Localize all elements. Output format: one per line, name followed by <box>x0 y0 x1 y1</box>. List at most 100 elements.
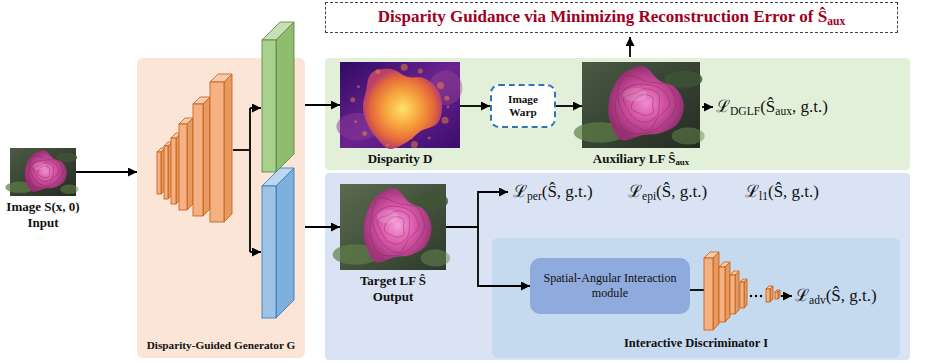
petal-edge <box>33 163 53 182</box>
loss-subscript: DGLF <box>730 105 760 118</box>
layer-top <box>704 252 719 258</box>
layer-front <box>164 146 168 199</box>
map-speckle <box>418 68 423 73</box>
layer-top <box>193 97 210 104</box>
loss-subscript: adv <box>809 294 826 307</box>
petal-edge <box>618 84 669 131</box>
loss-text: ℒ <box>716 97 730 116</box>
caption: Interactive Discriminator I <box>492 336 900 351</box>
node-label: Input <box>6 215 79 231</box>
rose-bloom <box>364 188 432 262</box>
loss-subscript: l1 <box>759 190 768 203</box>
node-label: Interactive Discriminator I <box>624 336 768 350</box>
node-label: Spatial-Angular Interaction module <box>543 271 676 300</box>
internal-wire <box>250 251 261 253</box>
layer-front <box>775 292 778 299</box>
map-speckle <box>350 97 355 102</box>
internal-wire <box>249 108 251 252</box>
caption: Target LF ŜOutput <box>360 273 426 304</box>
highlight <box>623 88 647 102</box>
connector-arrow <box>305 226 340 228</box>
guidance-arrow <box>629 37 631 57</box>
connector-arrow <box>76 171 137 173</box>
layer-top <box>719 262 730 267</box>
map-speckle <box>375 69 380 74</box>
internal-wire <box>233 149 250 151</box>
map-speckle <box>354 120 357 123</box>
layer-front <box>210 82 224 222</box>
map-speckle <box>428 137 431 140</box>
loss-text: ℒ <box>795 286 809 305</box>
caption: Disparity-Guided Generator G <box>137 339 305 351</box>
layer-top <box>262 22 294 40</box>
layer-side <box>735 271 739 314</box>
layer-front <box>766 289 770 302</box>
petal-edge <box>370 198 425 256</box>
loss-text: (Ŝ, g.t.) <box>826 286 877 305</box>
node-label: Target LF Ŝ <box>360 273 426 289</box>
map-speckle <box>444 96 449 101</box>
picture <box>340 184 446 270</box>
connector-arrow <box>460 105 490 107</box>
ellipsis-dot <box>750 295 752 297</box>
text-holder: Disparity Guidance via Minimizing Recons… <box>378 7 845 28</box>
loss-text: (Ŝ <box>760 97 775 116</box>
layer-side <box>276 22 294 172</box>
layer-top <box>179 118 193 124</box>
rose-bloom <box>608 66 684 140</box>
auxiliary-lf: Auxiliary LF Ŝaux <box>582 62 700 148</box>
layer-top <box>766 286 773 289</box>
layer-side <box>203 97 210 216</box>
petal-edge <box>377 211 409 244</box>
layer-side <box>187 118 193 210</box>
layer-front <box>179 124 187 210</box>
map-blob <box>363 69 442 149</box>
node-label: Image S(x, 0) <box>6 199 79 215</box>
caption: Auxiliary LF Ŝaux <box>593 151 689 168</box>
warp-box: Image Warp <box>490 84 556 128</box>
leaf <box>672 127 705 144</box>
node-label: Disparity Guidance via Minimizing Recons… <box>378 7 827 26</box>
map-speckle <box>411 141 418 148</box>
text-holder: Image Warp <box>492 93 554 119</box>
picture <box>340 62 460 148</box>
subscript: aux <box>675 157 689 167</box>
caption: Disparity D <box>368 151 433 167</box>
node-label: Disparity D <box>368 151 433 166</box>
layer-top <box>210 74 232 82</box>
petal-edge <box>29 156 63 189</box>
layer-top <box>730 271 739 275</box>
loss-text: ℒ <box>513 182 527 201</box>
network-drawing <box>137 58 305 358</box>
node-label: Output <box>360 289 426 305</box>
subscript: aux <box>827 15 845 28</box>
map-speckle <box>447 105 450 108</box>
node-label: Disparity-Guided Generator G <box>147 339 296 351</box>
caption: Image S(x, 0)Input <box>6 199 79 230</box>
loss-term: ℒDGLF(Ŝaux, g.t.) <box>716 96 828 123</box>
map-speckle <box>357 85 360 88</box>
text-holder: Spatial-Angular Interaction module <box>530 271 690 300</box>
layer-front <box>730 275 735 314</box>
loss-subscript: epi <box>642 190 656 203</box>
internal-wire <box>250 107 261 109</box>
connector-group <box>76 105 582 286</box>
layer-front <box>262 186 276 318</box>
connector-arrow <box>446 227 530 286</box>
guidance-banner: Disparity Guidance via Minimizing Recons… <box>325 2 898 33</box>
output-panel <box>325 173 910 360</box>
guidance-panel <box>325 58 910 170</box>
loss-arrow <box>702 106 713 108</box>
ellipsis-dot <box>760 295 762 297</box>
layer-front <box>171 138 176 204</box>
connector-arrow <box>556 105 582 107</box>
input-image: Image S(x, 0)Input <box>10 148 76 196</box>
loss-subscript: per <box>527 190 542 203</box>
petal-edge <box>623 89 659 122</box>
layer-side <box>276 168 294 318</box>
internal-wire <box>781 295 792 297</box>
rose-bloom <box>25 150 67 191</box>
